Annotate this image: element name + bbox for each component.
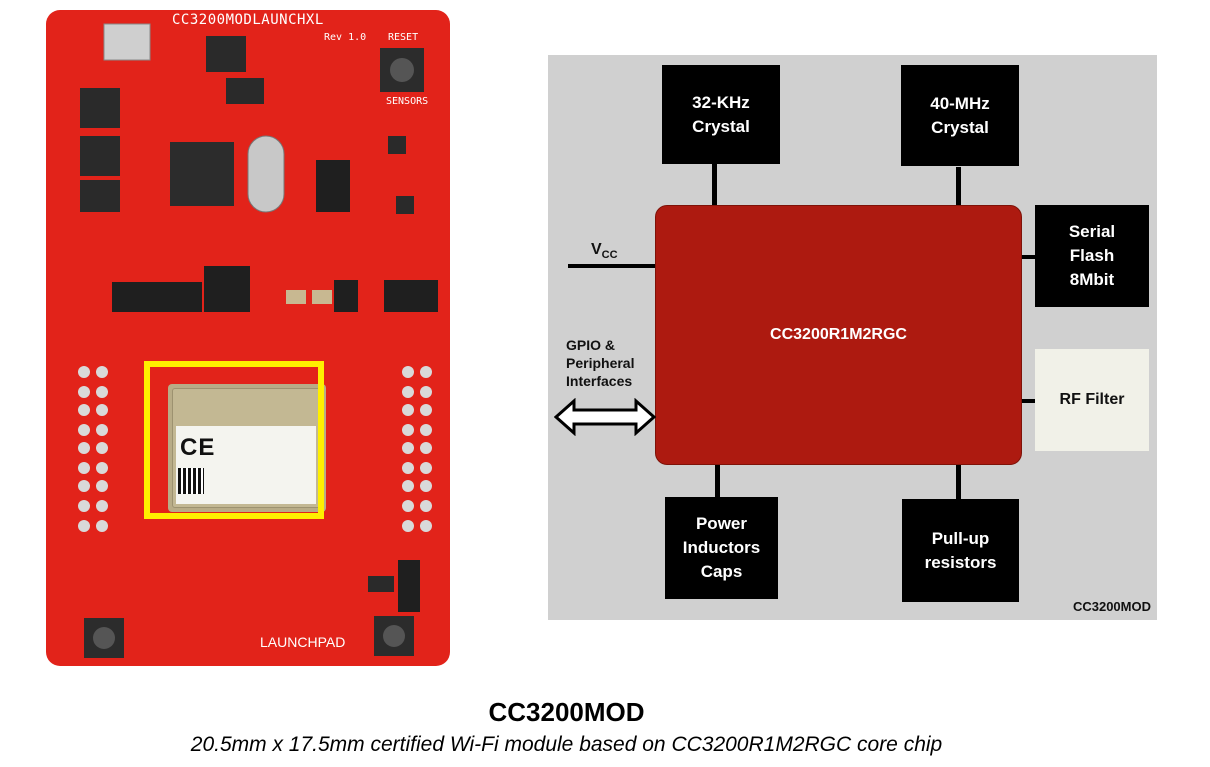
gpio-label: GPIO & Peripheral Interfaces (566, 337, 635, 389)
connector-power (715, 463, 720, 498)
caption-title: CC3200MOD (488, 697, 645, 727)
connector-flash (1020, 255, 1035, 259)
bidirectional-arrow-icon (554, 398, 657, 436)
block-rf-filter: RF Filter (1035, 349, 1149, 451)
vcc-label: VCC (591, 241, 618, 262)
connector-40mhz (956, 167, 961, 206)
qr-code-icon (178, 468, 204, 494)
pcb-reset-label: RESET (388, 32, 419, 43)
pcb-silkscreen-title: CC3200MODLAUNCHXL (172, 12, 324, 28)
connector-pullup (956, 463, 961, 500)
launchpad-board-image: CC3200MODLAUNCHXL Rev 1.0 RESET SENSORS … (46, 10, 450, 666)
block-diagram: 32-KHz Crystal 40-MHz Crystal Serial Fla… (548, 55, 1157, 620)
connector-rf (1020, 399, 1035, 403)
caption-subtitle: 20.5mm x 17.5mm certified Wi-Fi module b… (190, 733, 943, 756)
block-pullup-resistors: Pull-up resistors (902, 499, 1019, 602)
board-components (78, 23, 438, 658)
block-32khz-crystal: 32-KHz Crystal (662, 65, 780, 164)
block-serial-flash: Serial Flash 8Mbit (1035, 205, 1149, 307)
connector-vcc (568, 264, 656, 268)
module-name-label: CC3200MOD (1072, 599, 1151, 614)
block-40mhz-crystal: 40-MHz Crystal (901, 65, 1019, 166)
ce-mark: CE (180, 434, 216, 461)
core-chip-block: CC3200R1M2RGC (655, 205, 1022, 465)
connector-32khz (712, 163, 717, 206)
cc3200mod-module: CE (168, 384, 326, 512)
module-highlight-box (144, 361, 324, 519)
block-power-inductors-caps: Power Inductors Caps (665, 497, 778, 599)
pcb-rev-label: Rev 1.0 (324, 32, 367, 43)
pcb-sensors-label: SENSORS (386, 96, 429, 107)
pcb-launchpad-label: LAUNCHPAD (260, 634, 346, 650)
